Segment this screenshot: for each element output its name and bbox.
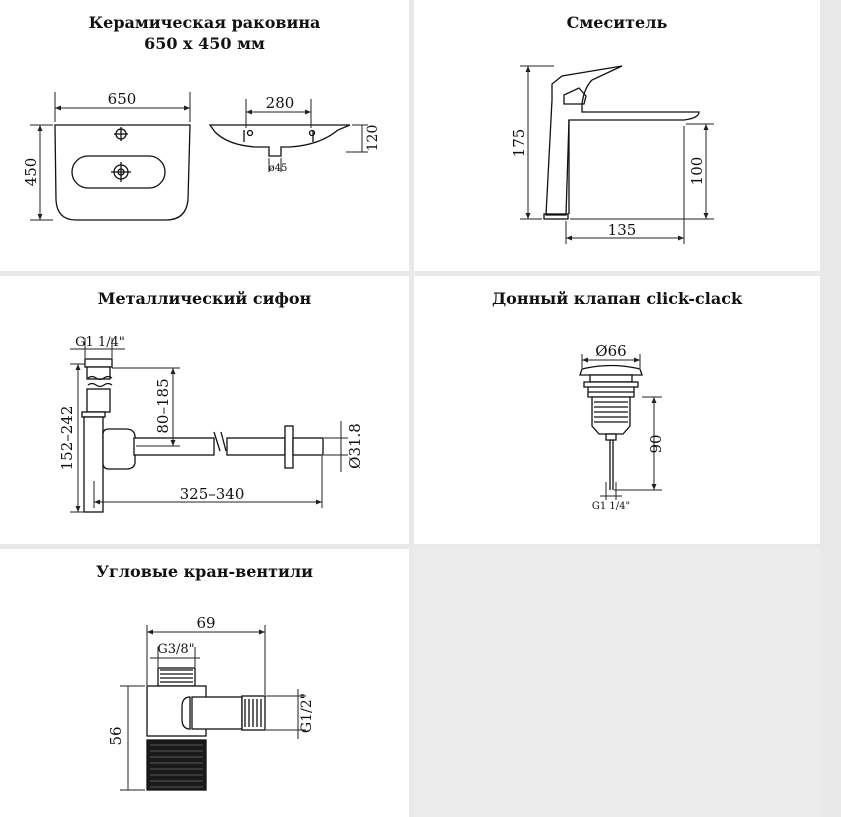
mixer-title: Смеситель [566, 13, 668, 32]
valve-thread-dimension [600, 482, 622, 500]
basin-title-line1: Керамическая раковина [88, 13, 321, 32]
siphon-length-label: 325–340 [180, 485, 245, 503]
angle-valve-top-thread-label: G3/8" [157, 642, 194, 657]
mixer-reach-dimension [565, 126, 685, 244]
basin-title-line2: 650 х 450 мм [144, 34, 265, 53]
panel-mixer: Смеситель 175 100 [414, 0, 820, 271]
angle-valve-width-dimension [146, 625, 266, 695]
panel-angle-valves: Угловые кран-вентили [0, 549, 409, 817]
siphon-drop-dimension [112, 367, 180, 447]
mixer-drawing: 175 100 135 [510, 65, 714, 244]
angle-valves-title: Угловые кран-вентили [95, 562, 314, 581]
basin-width-label: 650 [108, 90, 137, 108]
basin-height-label: 450 [22, 158, 40, 187]
siphon-title: Металлический сифон [97, 289, 312, 308]
basin-drawing: 650 450 280 [22, 90, 381, 221]
valve-height-label: 90 [647, 434, 665, 453]
valve-thread-label: G1 1/4" [592, 501, 630, 512]
basin-side-view [208, 124, 351, 157]
angle-valve-height-dimension [120, 685, 145, 791]
siphon-drawing: G1 1/4" 152–242 80–185 325–340 [58, 335, 364, 513]
basin-drain-label: ø45 [269, 163, 288, 174]
valve-drawing: Ø66 90 G1 1/4" [579, 342, 665, 512]
angle-valve-top-thread-dimension [150, 647, 200, 667]
basin-depth-label: 120 [365, 125, 381, 152]
basin-top-view [54, 124, 191, 221]
basin-height-dimension [30, 124, 53, 221]
siphon-height-label: 152–242 [58, 406, 76, 471]
mixer-spout-label: 100 [688, 157, 706, 186]
siphon-length-dimension [93, 456, 323, 508]
basin-depth-dimension [346, 124, 368, 153]
siphon-height-dimension [70, 363, 85, 513]
basin-holes-label: 280 [266, 94, 295, 112]
basin-width-dimension [54, 92, 191, 122]
siphon-thread-label: G1 1/4" [75, 335, 125, 350]
angle-valve-body [146, 667, 266, 791]
basin-title: Керамическая раковина 650 х 450 мм [0, 12, 409, 54]
basin-holes-dimension [245, 99, 312, 128]
angle-valve-height-label: 56 [107, 726, 125, 745]
mixer-height-label: 175 [510, 129, 528, 158]
siphon-diameter-dimension [324, 421, 348, 472]
mixer-spout-dimension [570, 123, 714, 220]
siphon-diameter-label: Ø31.8 [346, 423, 364, 469]
angle-valve-width-label: 69 [196, 614, 215, 632]
siphon-drop-label: 80–185 [154, 378, 172, 433]
panel-siphon: Металлический сифон [0, 276, 409, 544]
valve-height-dimension [614, 396, 662, 491]
panel-valve: Донный клапан click-clack [414, 276, 820, 544]
mixer-body [543, 65, 700, 220]
angle-valve-side-thread-label: G1/2" [299, 693, 315, 733]
mixer-reach-label: 135 [608, 221, 637, 239]
valve-body [579, 364, 643, 490]
angle-valve-side-thread-dimension [266, 689, 306, 739]
panel-empty [414, 549, 820, 817]
valve-title: Донный клапан click-clack [491, 289, 743, 308]
siphon-thread-dimension [70, 338, 125, 358]
valve-diameter-label: Ø66 [595, 342, 626, 360]
basin-drain-dimension [268, 158, 282, 172]
valve-diameter-dimension [581, 354, 641, 368]
panel-basin: Керамическая раковина 650 х 450 мм [0, 0, 409, 271]
mixer-height-dimension [520, 65, 554, 220]
angle-valves-drawing: 69 G3/8" 56 G1/2" [107, 614, 315, 791]
